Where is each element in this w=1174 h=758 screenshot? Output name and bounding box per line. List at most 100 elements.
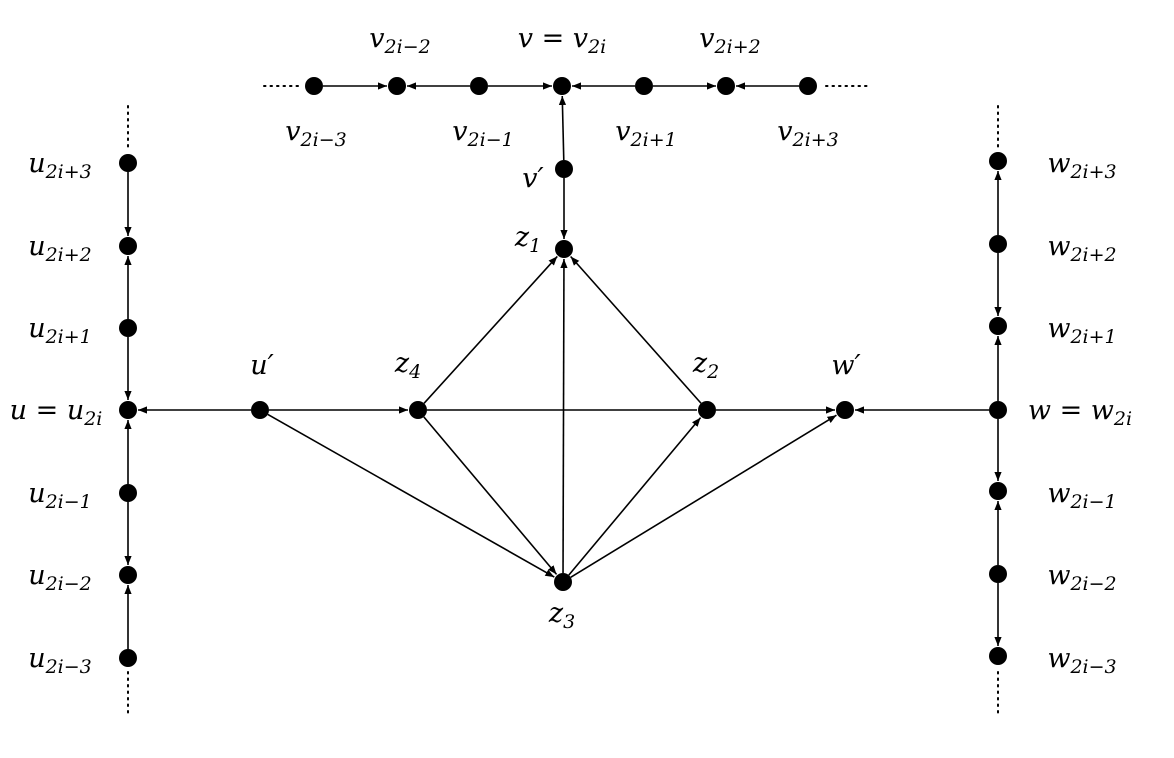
label-w2i+1: w2i+1 — [1047, 313, 1116, 348]
label-u2i+3-base: u — [28, 148, 45, 179]
label-z4: z4 — [394, 348, 421, 383]
label-v2i: v = v2i — [518, 23, 606, 58]
label-w2i-2-base: w — [1047, 560, 1070, 591]
node-vp — [555, 160, 573, 178]
node-w2i+1 — [989, 317, 1007, 335]
label-u2i-3: u2i−3 — [28, 643, 92, 678]
edge-vp-to-v2i — [558, 95, 567, 161]
label-u2i+1: u2i+1 — [28, 313, 92, 348]
node-u2i+2 — [119, 237, 137, 255]
label-u2i-2: u2i−2 — [28, 560, 92, 595]
label-z4-base: z — [394, 348, 410, 379]
node-u2i+3 — [119, 154, 137, 172]
label-v2i+2: v2i+2 — [699, 23, 760, 58]
label-z2-sub: 2 — [706, 361, 719, 383]
label-w2i-2-sub: 2i−2 — [1069, 573, 1116, 595]
label-w2i: w = w2i — [1028, 395, 1132, 430]
label-u2i-1-base: u — [28, 478, 45, 509]
label-w2i+2-sub: 2i+2 — [1069, 244, 1116, 266]
label-u2i-1: u2i−1 — [28, 478, 92, 513]
node-wp — [836, 401, 854, 419]
edge-z3-to-z2 — [568, 417, 702, 576]
label-w2i+1-base: w — [1047, 313, 1070, 344]
label-w2i+3: w2i+3 — [1047, 148, 1116, 183]
label-v2i+3-base: v — [777, 116, 792, 147]
node-w2i+3 — [989, 152, 1007, 170]
node-u2i+1 — [119, 319, 137, 337]
label-v2i+3-sub: 2i+3 — [792, 129, 839, 151]
label-u2i-base: u — [67, 395, 84, 426]
node-u2i — [119, 401, 137, 419]
label-v2i-2-base: v — [369, 23, 384, 54]
label-v2i+1-base: v — [615, 116, 630, 147]
continuation-dots — [127, 85, 999, 717]
edge-z2-to-z1 — [570, 255, 702, 404]
label-v2i+2-base: v — [699, 23, 714, 54]
node-v2i+2 — [717, 77, 735, 95]
label-u2i-prefix: u = — [10, 395, 67, 426]
label-wp: w′ — [831, 350, 860, 381]
label-u2i+1-base: u — [28, 313, 45, 344]
label-w2i-prefix: w = — [1028, 395, 1091, 426]
label-v2i+1-sub: 2i+1 — [630, 129, 677, 151]
label-wp-base: w′ — [831, 350, 860, 381]
label-vp-base: v′ — [522, 163, 543, 194]
label-u2i-3-sub: 2i−3 — [45, 656, 92, 678]
label-u2i-1-sub: 2i−1 — [45, 491, 92, 513]
label-z1-base: z — [514, 222, 530, 253]
label-v2i-1-sub: 2i−1 — [467, 129, 514, 151]
label-w2i-base: w — [1091, 395, 1114, 426]
label-z2-base: z — [692, 348, 708, 379]
label-v2i-prefix: v = — [518, 23, 573, 54]
label-z2: z2 — [692, 348, 719, 383]
node-u2i-2 — [119, 566, 137, 584]
label-u2i-2-sub: 2i−2 — [45, 573, 92, 595]
label-v2i+1: v2i+1 — [615, 116, 676, 151]
label-v2i+2-sub: 2i+2 — [714, 36, 761, 58]
label-z1-sub: 1 — [529, 235, 541, 257]
label-u2i+3: u2i+3 — [28, 148, 92, 183]
label-z1: z1 — [514, 222, 541, 257]
label-up-base: u′ — [250, 350, 274, 381]
edge-up-to-z3 — [267, 413, 555, 578]
node-u2i-3 — [119, 649, 137, 667]
edge-z4-to-z3 — [423, 416, 558, 575]
node-v2i-1 — [470, 77, 488, 95]
node-w2i-2 — [989, 565, 1007, 583]
label-v2i-2-sub: 2i−2 — [384, 36, 431, 58]
node-w2i+2 — [989, 235, 1007, 253]
label-w2i-1-base: w — [1047, 478, 1070, 509]
label-u2i-sub: 2i — [83, 408, 102, 430]
node-w2i-1 — [989, 482, 1007, 500]
node-u2i-1 — [119, 484, 137, 502]
node-up — [251, 401, 269, 419]
edges — [124, 82, 1002, 649]
label-u2i: u = u2i — [10, 395, 103, 430]
label-v2i+3: v2i+3 — [777, 116, 838, 151]
nodes — [119, 77, 1007, 667]
label-vp: v′ — [522, 163, 543, 194]
label-u2i-3-base: u — [28, 643, 45, 674]
label-u2i+2-base: u — [28, 231, 45, 262]
label-w2i+2: w2i+2 — [1047, 231, 1116, 266]
node-v2i-2 — [388, 77, 406, 95]
node-z3 — [554, 573, 572, 591]
node-v2i-3 — [305, 77, 323, 95]
node-v2i+3 — [799, 77, 817, 95]
label-u2i+2: u2i+2 — [28, 231, 92, 266]
label-w2i-sub: 2i — [1113, 408, 1132, 430]
label-v2i-1: v2i−1 — [452, 116, 513, 151]
edge-z4-to-z1 — [423, 255, 558, 404]
label-v2i-sub: 2i — [587, 36, 606, 58]
label-v2i-3: v2i−3 — [285, 116, 346, 151]
node-v2i — [553, 77, 571, 95]
label-w2i-2: w2i−2 — [1047, 560, 1116, 595]
node-w2i — [989, 401, 1007, 419]
label-z3-base: z — [548, 598, 564, 629]
label-v2i-3-base: v — [285, 116, 300, 147]
label-u2i+3-sub: 2i+3 — [45, 161, 92, 183]
node-v2i+1 — [635, 77, 653, 95]
edge-z3-to-wp — [570, 414, 837, 578]
